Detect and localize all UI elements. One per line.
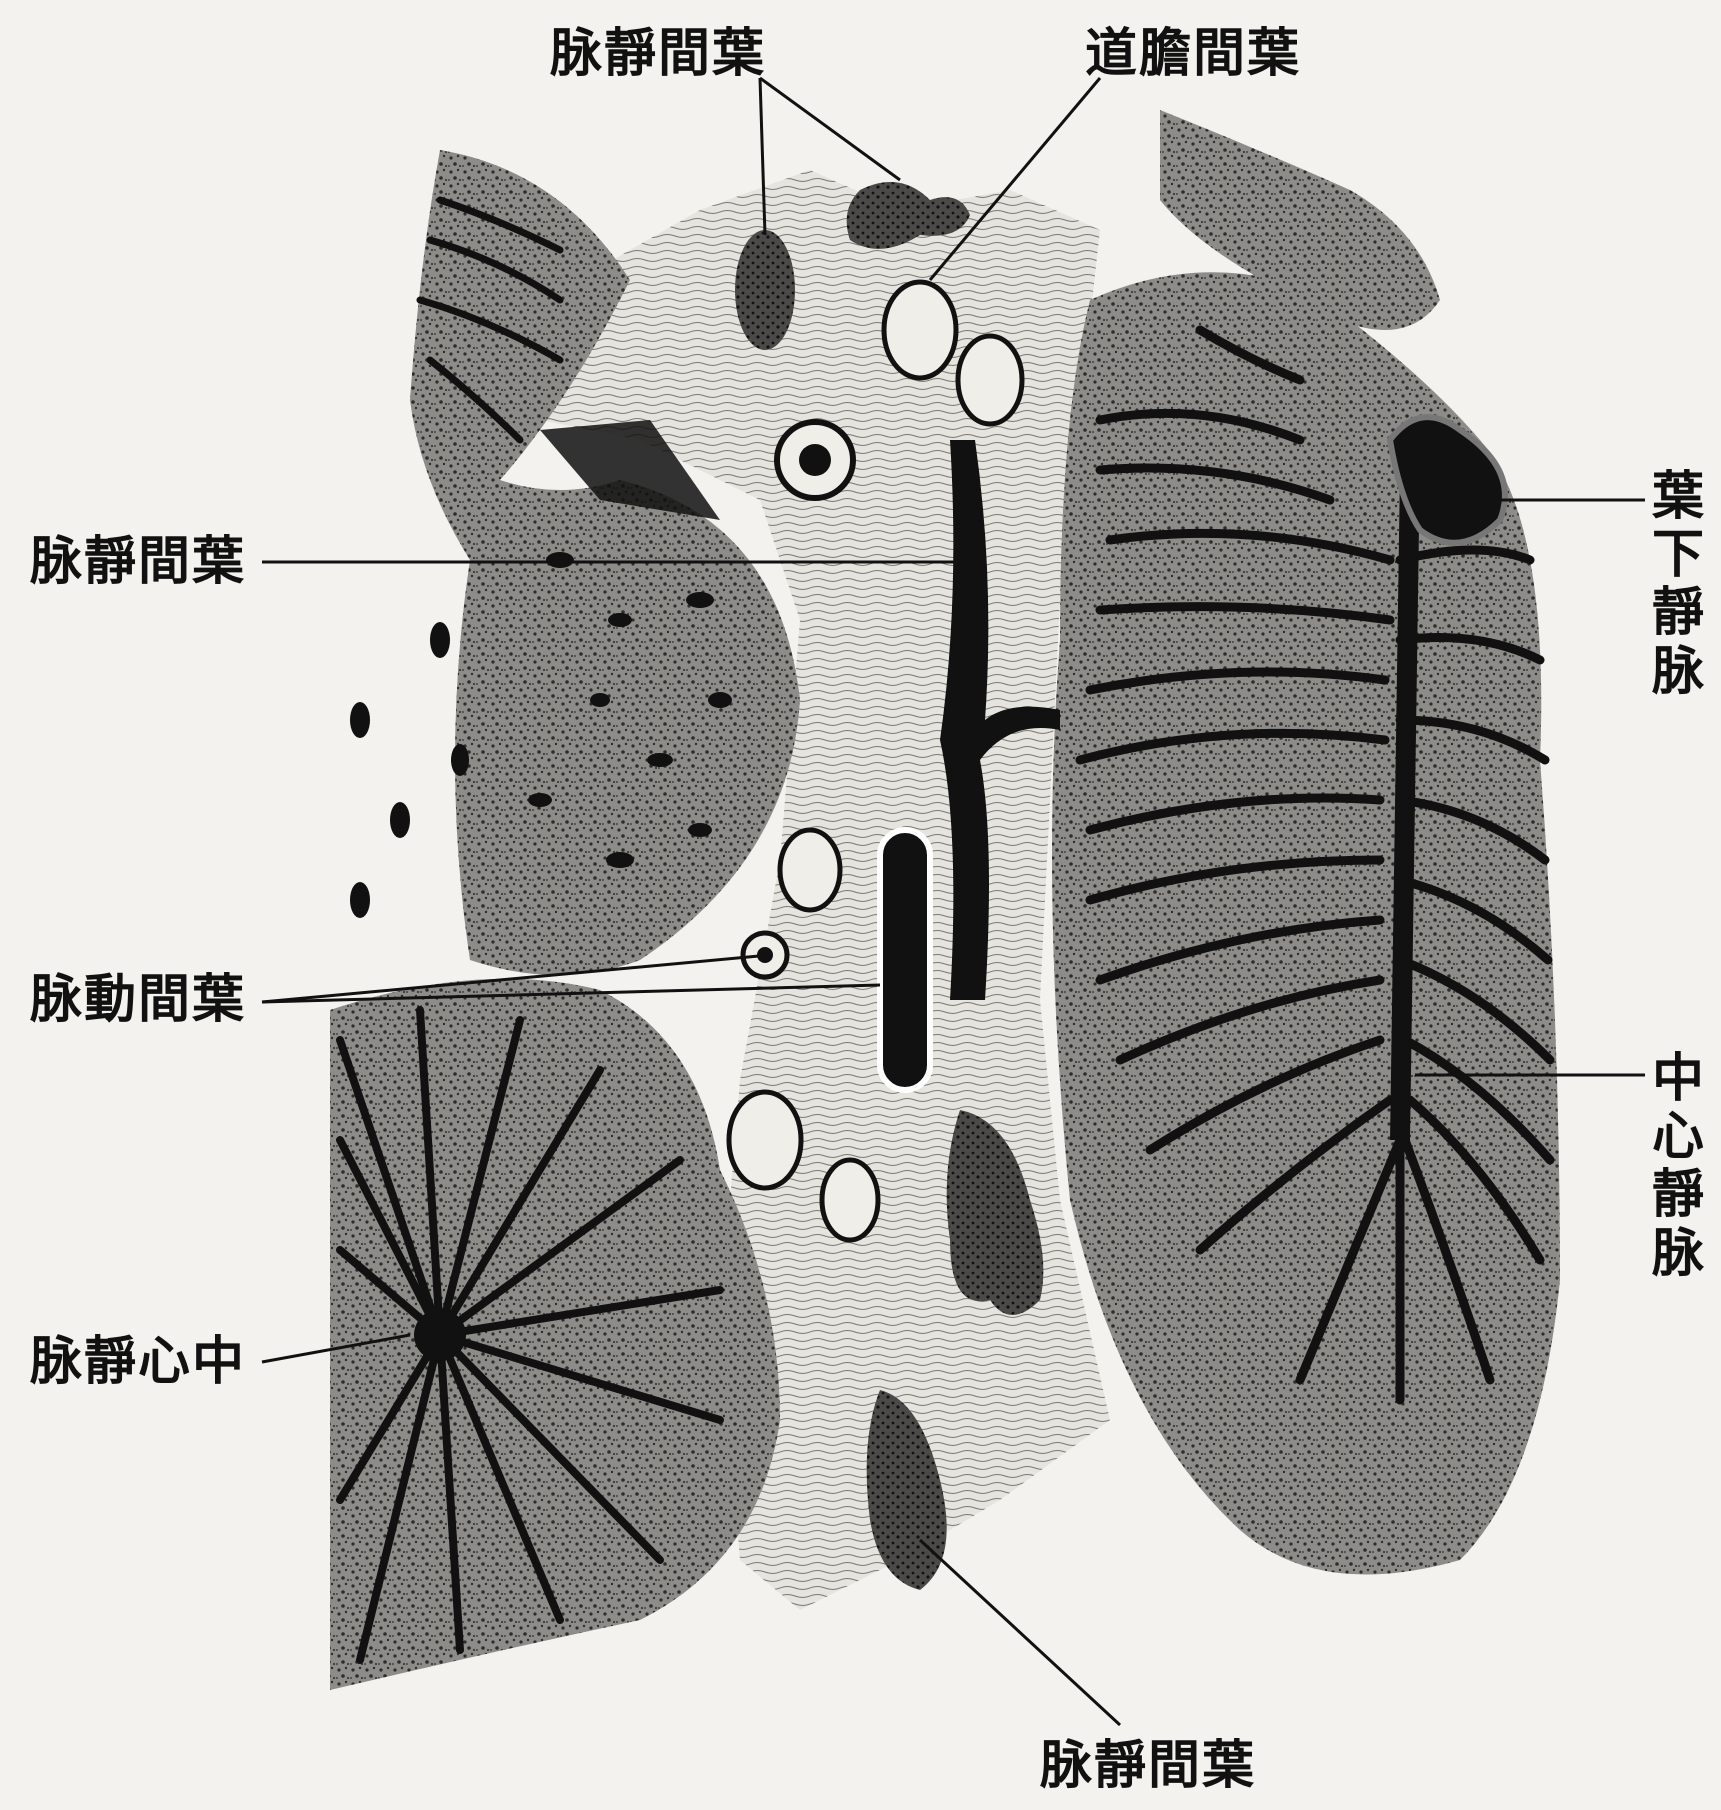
label-interlobular-artery: 脉動間葉 [30,974,246,1026]
bile-duct-e [822,1160,878,1240]
interlobular-vein-top-a [735,230,795,350]
central-vein-lower-left [414,1309,466,1361]
label-central-vein-right: 中心靜脉 [1648,1050,1708,1283]
label-interlobular-bile-duct: 道膽間葉 [1085,28,1301,80]
label-sublobular-vein: 葉下靜脉 [1648,468,1708,701]
interlobular-artery-lumen [799,444,831,476]
bile-duct-a [884,282,956,378]
label-central-vein-left: 脉靜心中 [30,1336,246,1388]
interlobular-vein-elongated [880,830,930,1090]
bile-duct-d [729,1092,801,1188]
label-interlobular-vein-bottom: 脉靜間葉 [1040,1740,1256,1792]
label-interlobular-vein-top: 脉靜間葉 [550,28,766,80]
label-interlobular-vein-left: 脉靜間葉 [30,536,246,588]
bile-duct-c [780,830,840,910]
lobule-lower-left [330,979,780,1690]
bile-duct-b [958,336,1022,424]
